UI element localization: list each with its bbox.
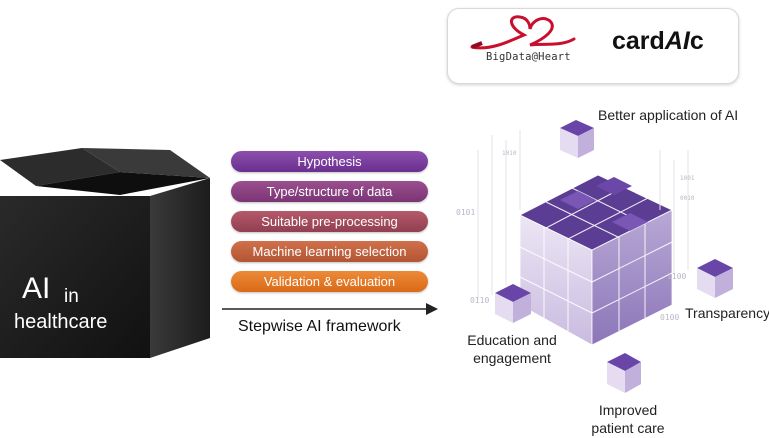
step-validation: Validation & evaluation: [231, 271, 428, 292]
binary-text: 1001: [680, 175, 695, 182]
outcome-patient-line1: Improved: [598, 402, 658, 418]
outcome-education-line2: engagement: [473, 350, 551, 366]
black-cube-lid: [0, 148, 120, 186]
binary-text: 0010: [680, 195, 695, 202]
black-cube-back-rim: [82, 148, 210, 178]
outcome-transparency: Transparency: [685, 305, 769, 321]
binary-text: 0110: [470, 296, 490, 305]
step-ml-selection: Machine learning selection: [231, 241, 428, 262]
binary-text: 1010: [502, 150, 517, 157]
outcome-patient-line2: patient care: [591, 420, 665, 436]
step-hypothesis: Hypothesis: [231, 151, 428, 172]
outcome-education-line1: Education and: [467, 332, 557, 348]
logo-banner: BigData@Heart cardAIc: [447, 8, 739, 84]
binary-text: 0101: [456, 208, 476, 217]
healthcare-label: healthcare: [14, 311, 108, 333]
outcome-better-application: Better application of AI: [598, 107, 739, 123]
cube-patient-care: [607, 353, 641, 393]
framework-arrow: [222, 303, 438, 315]
cube-better-application: [560, 120, 594, 158]
binary-stream-lines: [477, 130, 689, 300]
black-cube-inner: [36, 172, 210, 195]
outcome-patient-care: Improved patient care: [580, 401, 676, 437]
framework-label: Stepwise AI framework: [238, 318, 401, 335]
step-data-structure: Type/structure of data: [231, 181, 428, 202]
heart-ribbon-icon: [470, 15, 576, 50]
step-preprocessing: Suitable pre-processing: [231, 211, 428, 232]
black-cube-front: [0, 196, 150, 358]
purple-cube-cluster: [519, 174, 673, 346]
cardaic-logo-text: cardAIc: [612, 27, 704, 55]
outcome-education: Education and engagement: [462, 331, 562, 367]
ai-healthcare-cube: [0, 148, 210, 358]
cube-education: [495, 284, 531, 323]
cube-transparency: [697, 259, 733, 298]
ai-label: AI: [22, 272, 51, 305]
binary-text: 1100: [667, 272, 687, 281]
in-label: in: [64, 286, 79, 307]
binary-text: 0100: [660, 313, 680, 322]
cluster-top-cubes: [560, 177, 648, 231]
bigdata-heart-logo-text: BigData@Heart: [486, 51, 571, 63]
black-cube-side: [150, 178, 210, 358]
